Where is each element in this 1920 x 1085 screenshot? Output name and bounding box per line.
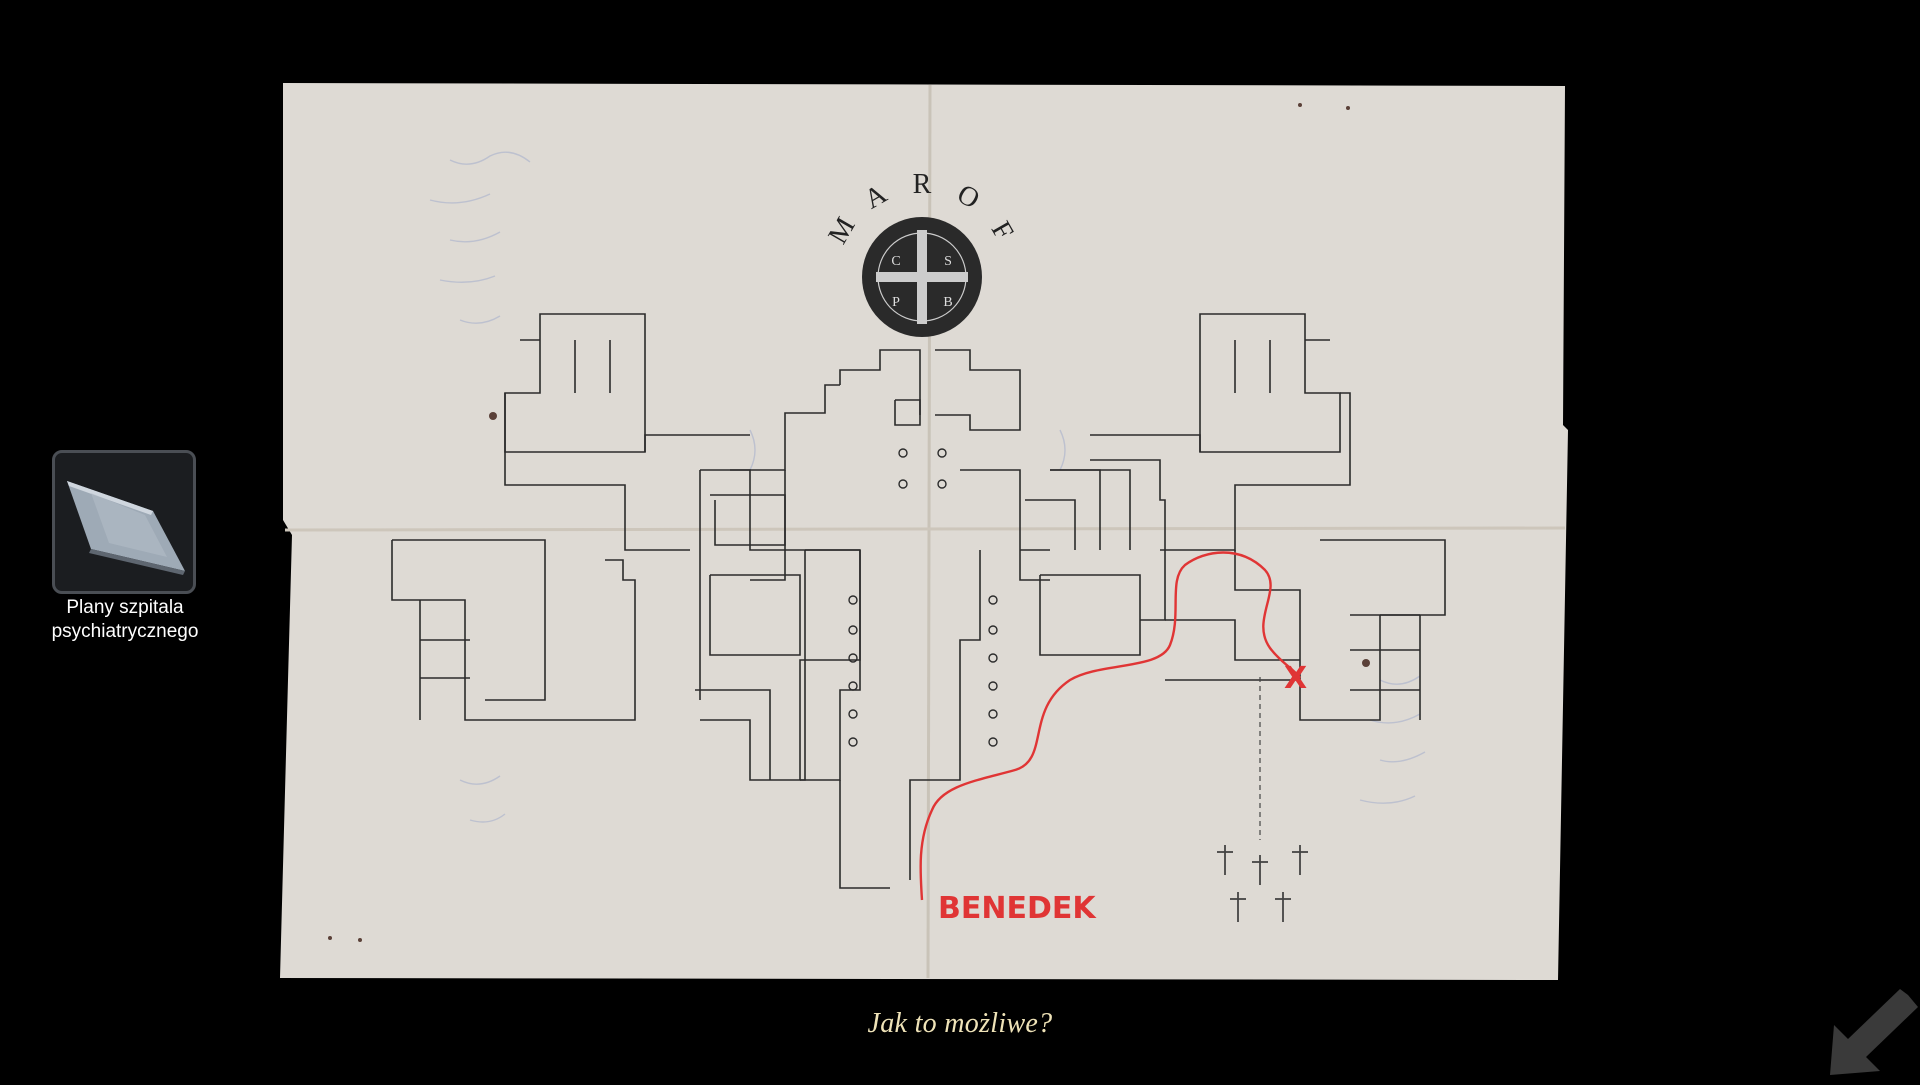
folded-paper-icon [67, 481, 185, 575]
red-route [919, 551, 1302, 901]
columns [848, 448, 998, 747]
arrow-down-left-icon [1830, 989, 1918, 1075]
horizontal-fold [284, 526, 1566, 532]
right-wing-block [1199, 313, 1341, 453]
room-left-2 [709, 574, 801, 656]
spine-room [894, 399, 921, 426]
floor-plan [391, 313, 1446, 889]
inventory-item-label: Plany szpitala psychiatrycznego [51, 597, 199, 642]
seal-letter-c: C [891, 254, 900, 269]
seal-letter-p: P [892, 295, 900, 310]
room-right-1 [1039, 574, 1141, 656]
next-arrow-button[interactable] [1820, 985, 1920, 1080]
seal-letter-s: S [944, 254, 952, 269]
seal-letter-b: B [943, 295, 952, 310]
benedictine-medal-icon: C S P B [862, 217, 982, 337]
dialogue-subtitle: Jak to możliwe? [867, 1008, 1053, 1039]
left-wing-corridor [504, 393, 690, 551]
bleed-through-ink [429, 151, 1426, 823]
handwritten-name: BENEDEK [938, 891, 1097, 926]
left-wing-block [504, 313, 646, 453]
stains [328, 103, 1370, 942]
inventory-slot[interactable] [52, 450, 196, 594]
paper-sheet [280, 83, 1568, 980]
grave-crosses [1217, 845, 1308, 922]
title-letter: R [913, 169, 932, 200]
x-marker: X [1284, 661, 1307, 696]
